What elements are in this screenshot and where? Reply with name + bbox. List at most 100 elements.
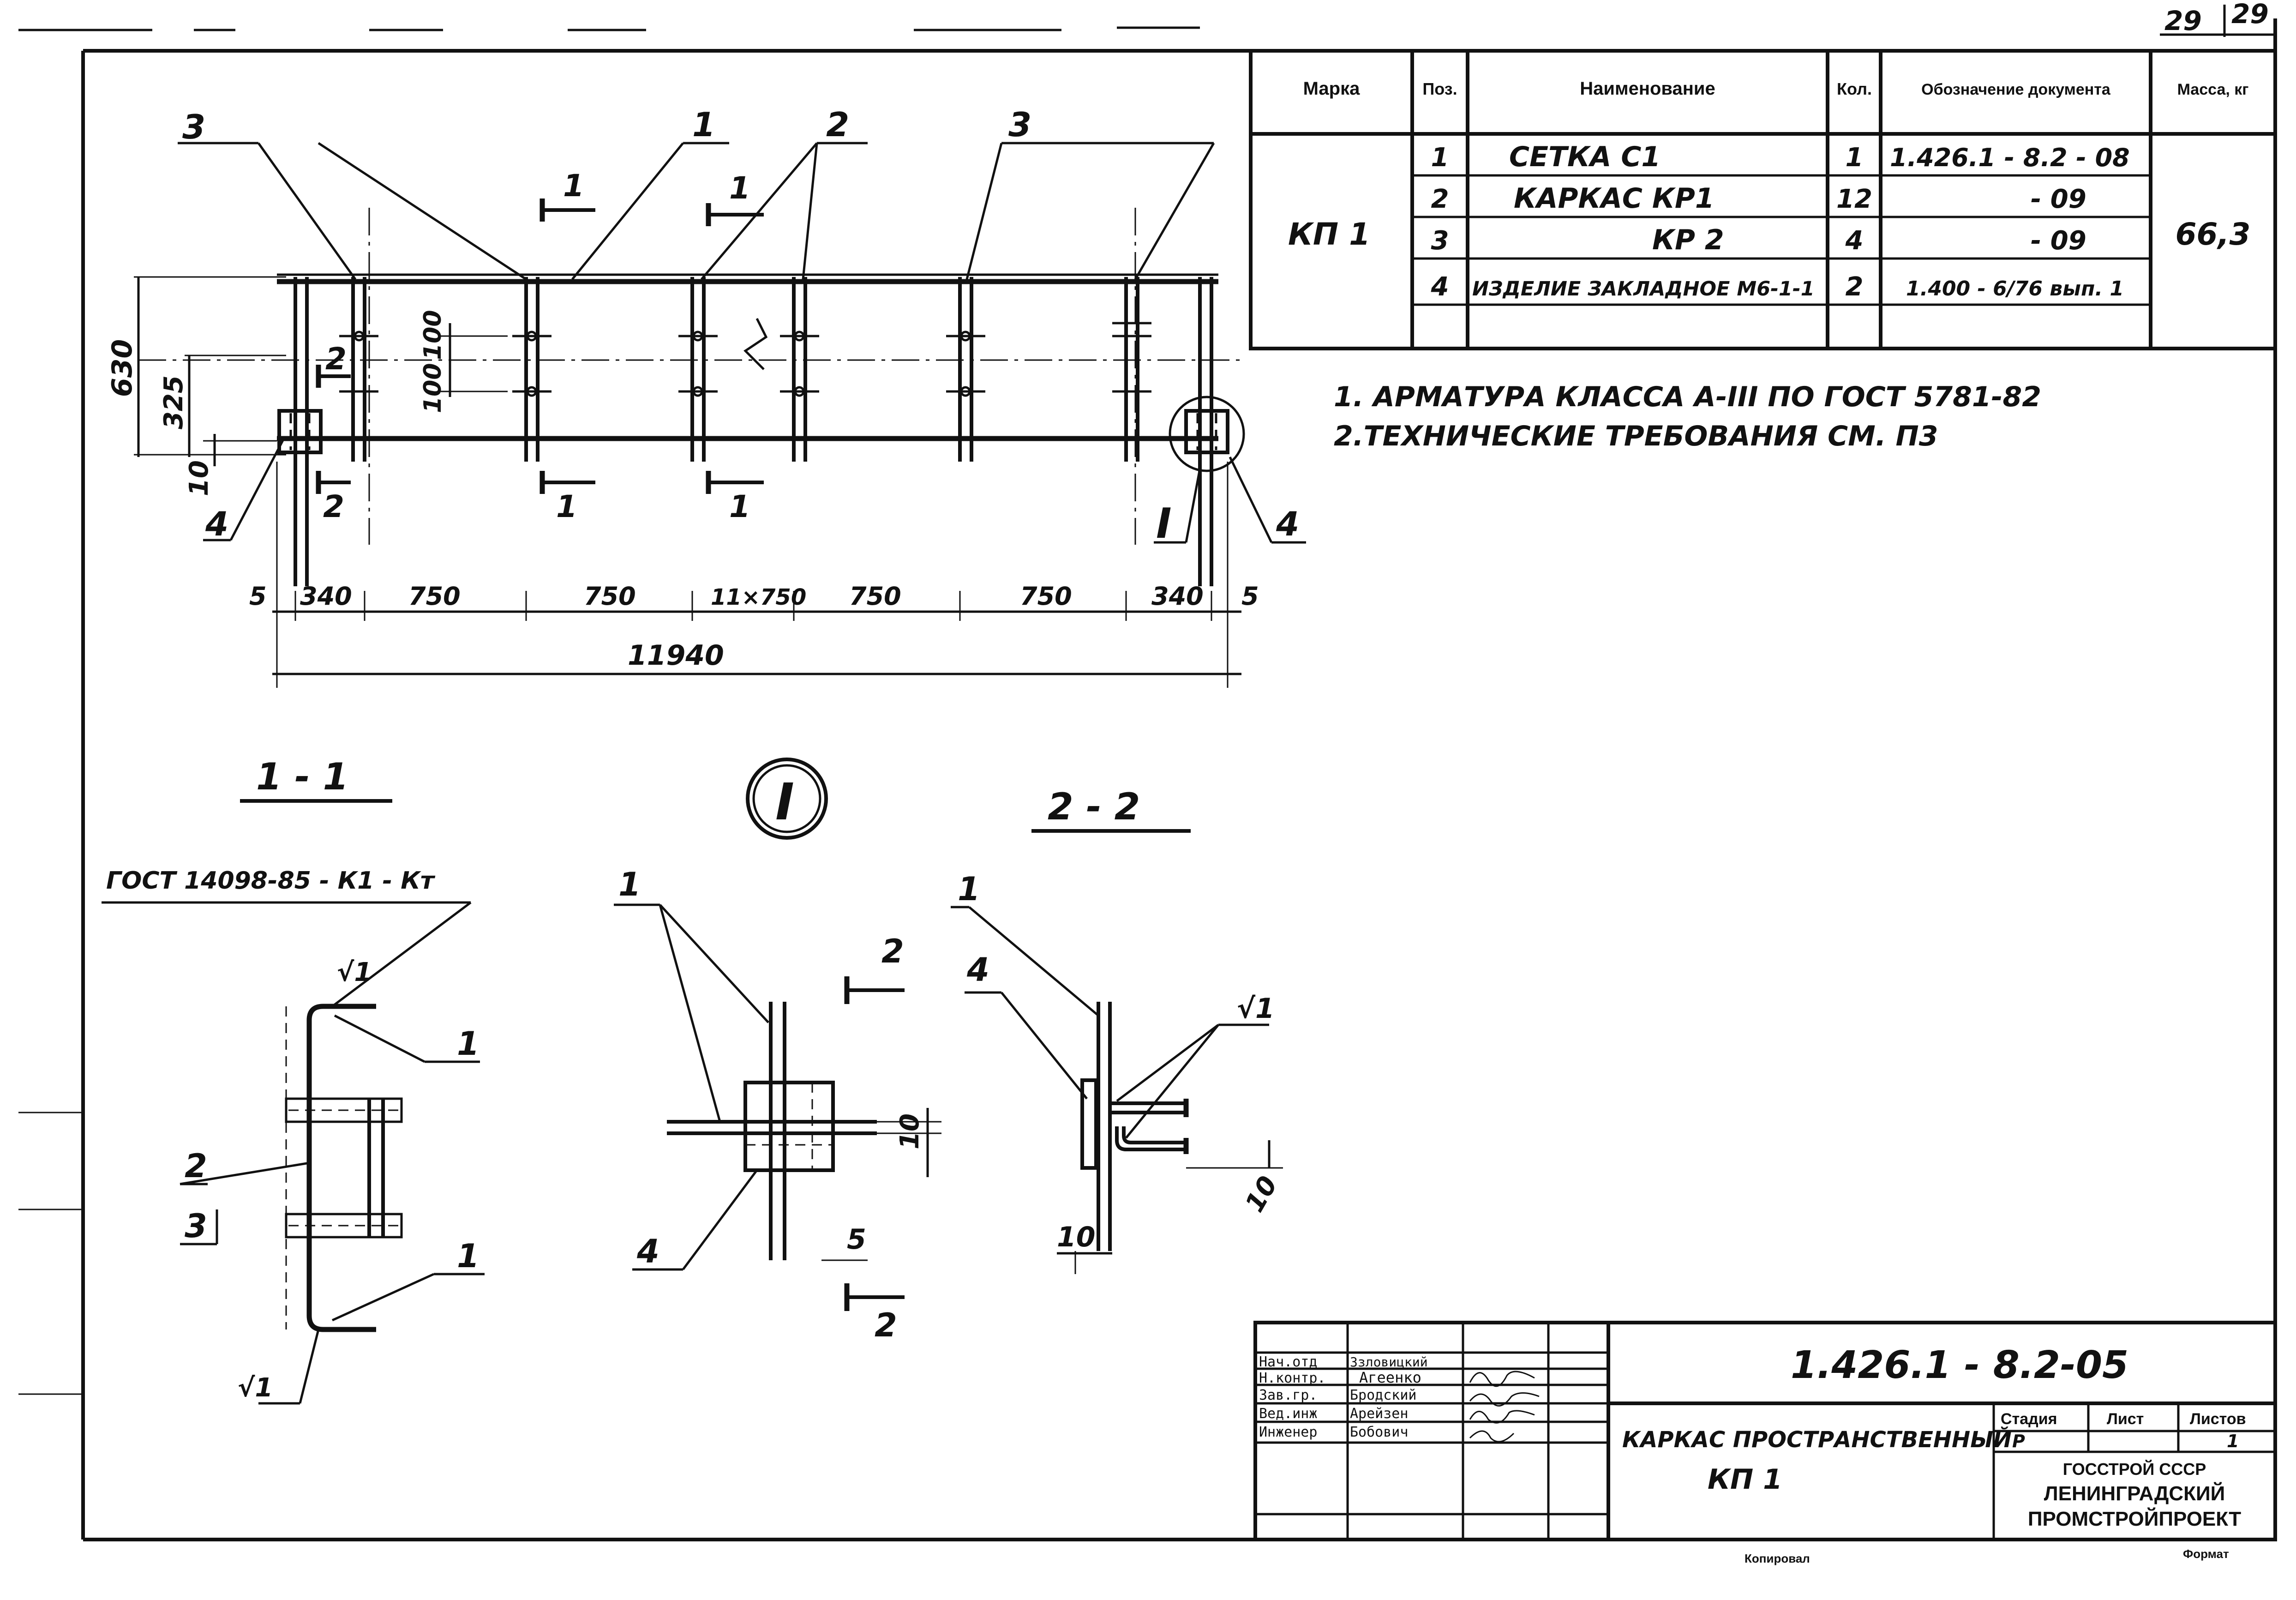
signature-name: Арейзен — [1350, 1406, 1408, 1422]
sheet-title: КАРКАС ПРОСТРАНСТВЕННЫЙ — [1622, 1426, 2012, 1453]
dim-bottom: 750 — [849, 582, 901, 611]
sec11-weld-top: √1 — [337, 957, 372, 987]
spec-pos: 2 — [1431, 184, 1449, 214]
stage-value: Р — [2012, 1431, 2025, 1451]
sec11-label-1: 1 — [457, 1237, 480, 1275]
dim-10: 10 — [184, 460, 214, 496]
sheet-frame — [18, 18, 2277, 1541]
spec-qty: 4 — [1845, 226, 1864, 256]
frame-kr — [1112, 277, 1151, 462]
sec22-dim-10b: 10 — [1240, 1171, 1283, 1217]
sec11-weld-bottom: √1 — [238, 1373, 273, 1403]
frame-kr — [678, 277, 718, 462]
frame-kr — [946, 277, 985, 462]
callout-3-right: 3 — [1008, 105, 1031, 144]
sec22-label-4: 4 — [966, 951, 989, 989]
signature-row: Инженер Бобович — [1259, 1424, 1408, 1440]
org-line-1: ГОССТРОЙ СССР — [2063, 1459, 2206, 1479]
dim-bottom: 750 — [1020, 582, 1072, 611]
dim-bottom: 5 — [249, 582, 267, 611]
footer: Копировал Формат — [1744, 1547, 2229, 1565]
detailI-label-2: 2 — [875, 1306, 897, 1344]
spec-header-doc: Обозначение документа — [1921, 81, 2111, 98]
signature-name: Бобович — [1350, 1424, 1408, 1440]
section-mark-2: 2 — [325, 341, 347, 377]
sec11-label-2: 2 — [185, 1147, 207, 1185]
detailI-dim-5: 5 — [847, 1223, 866, 1256]
section-mark-1: 1 — [563, 168, 584, 204]
signature-role: Вед.инж — [1259, 1406, 1317, 1422]
spec-doc: 1.426.1 - 8.2 - 08 — [1890, 143, 2130, 172]
detailI-label-2: 2 — [881, 932, 904, 970]
spec-doc: - 09 — [2031, 184, 2086, 214]
dim-bottom: 750 — [408, 582, 461, 611]
spec-qty: 12 — [1836, 184, 1872, 214]
spec-header-pos: Поз. — [1422, 79, 1457, 98]
section-mark-1: 1 — [729, 489, 750, 524]
org-line-3: ПРОМСТРОЙПРОЕКТ — [2028, 1507, 2241, 1530]
signature-name: Агеенко — [1359, 1369, 1421, 1386]
stage-label: Стадия — [2001, 1410, 2057, 1428]
note-1: 1. АРМАТУРА КЛАССА А-III ПО ГОСТ 5781-82 — [1334, 381, 2041, 413]
spec-qty: 1 — [1846, 143, 1864, 173]
signature-role: Нач.отд — [1259, 1354, 1317, 1370]
section-mark-1: 1 — [556, 489, 577, 524]
dim-100: 100 — [419, 310, 447, 360]
dim-total: 11940 — [628, 639, 724, 672]
spec-doc: - 09 — [2031, 226, 2086, 256]
signature-role: Инженер — [1259, 1424, 1317, 1440]
section-2-2-title: 2 - 2 — [1048, 785, 1140, 828]
section-mark-1: 1 — [729, 170, 750, 206]
callout-1-top: 1 — [692, 105, 715, 144]
org-line-2: ЛЕНИНГРАДСКИЙ — [2044, 1481, 2225, 1505]
dim-bottom: 340 — [1151, 582, 1204, 611]
detailI-label-1: 1 — [618, 866, 641, 903]
spec-pos: 3 — [1431, 226, 1449, 256]
page-number-alt: 29 — [2231, 0, 2269, 30]
section-2-2: 2 - 2 1 4 √1 10 10 — [951, 785, 1283, 1274]
dim-100: 100 — [419, 363, 447, 413]
signature-role: Зав.гр. — [1259, 1387, 1317, 1403]
spec-mass: 66,3 — [2176, 217, 2251, 252]
spec-header-qty: Кол. — [1837, 79, 1872, 98]
callout-4-right: 4 — [1276, 505, 1299, 543]
detail-I-title: I — [775, 772, 794, 831]
dim-bottom: 5 — [1241, 582, 1259, 611]
signature-row: Вед.инж Арейзен — [1259, 1406, 1408, 1422]
signature-row: Зав.гр. Бродский — [1259, 1387, 1417, 1403]
spec-mark: КП 1 — [1288, 217, 1370, 252]
section-1-1-title: 1 - 1 — [256, 755, 348, 798]
signature-name: Ззловицкий — [1350, 1354, 1428, 1370]
embedded-plate-right — [1184, 409, 1229, 454]
page-number: 29 — [2164, 5, 2202, 36]
sec22-weld: √1 — [1237, 992, 1275, 1025]
signature-row: Нач.отд Ззловицкий — [1259, 1354, 1428, 1370]
sec11-label-1: 1 — [457, 1025, 480, 1063]
title-block: Нач.отд Ззловицкий Н.контр. Агеенко Зав.… — [1253, 1321, 2277, 1541]
spec-table: Марка Поз. Наименование Кол. Обозначение… — [1249, 49, 2277, 350]
sheets-value: 1 — [2227, 1431, 2239, 1451]
spec-row: 3 КР 2 4 - 09 — [1431, 224, 2086, 256]
signature-scribble — [1469, 1392, 1540, 1407]
spec-row: 2 КАРКАС КР1 12 - 09 — [1431, 182, 2086, 215]
spec-header-name: Наименование — [1580, 78, 1715, 99]
sheet-subtitle: КП 1 — [1708, 1463, 1782, 1496]
notes: 1. АРМАТУРА КЛАССА А-III ПО ГОСТ 5781-82… — [1334, 381, 2041, 452]
dim-bottom: 750 — [584, 582, 636, 611]
spec-name: ИЗДЕЛИЕ ЗАКЛАДНОЕ М6-1-1 — [1472, 277, 1815, 301]
sec11-label-3: 3 — [185, 1207, 207, 1245]
signature-scribble — [1469, 1430, 1515, 1443]
signature-name: Бродский — [1350, 1387, 1417, 1403]
spec-qty: 2 — [1846, 272, 1864, 302]
dim-325: 325 — [159, 375, 189, 429]
sec22-label-1: 1 — [958, 870, 980, 908]
footer-copied: Копировал — [1744, 1552, 1810, 1565]
main-view: 3 1 2 3 4 4 I 1 1 1 1 — [106, 105, 1306, 688]
dim-630: 630 — [106, 339, 138, 397]
spec-pos: 1 — [1431, 143, 1449, 173]
spec-name: СЕТКА С1 — [1509, 141, 1661, 173]
callout-3-left: 3 — [182, 108, 205, 146]
spec-header-mass: Масса, кг — [2177, 81, 2249, 98]
note-2: 2.ТЕХНИЧЕСКИЕ ТРЕБОВАНИЯ СМ. П3 — [1334, 420, 1938, 452]
spec-row: 4 ИЗДЕЛИЕ ЗАКЛАДНОЕ М6-1-1 2 1.400 - 6/7… — [1431, 272, 2124, 302]
